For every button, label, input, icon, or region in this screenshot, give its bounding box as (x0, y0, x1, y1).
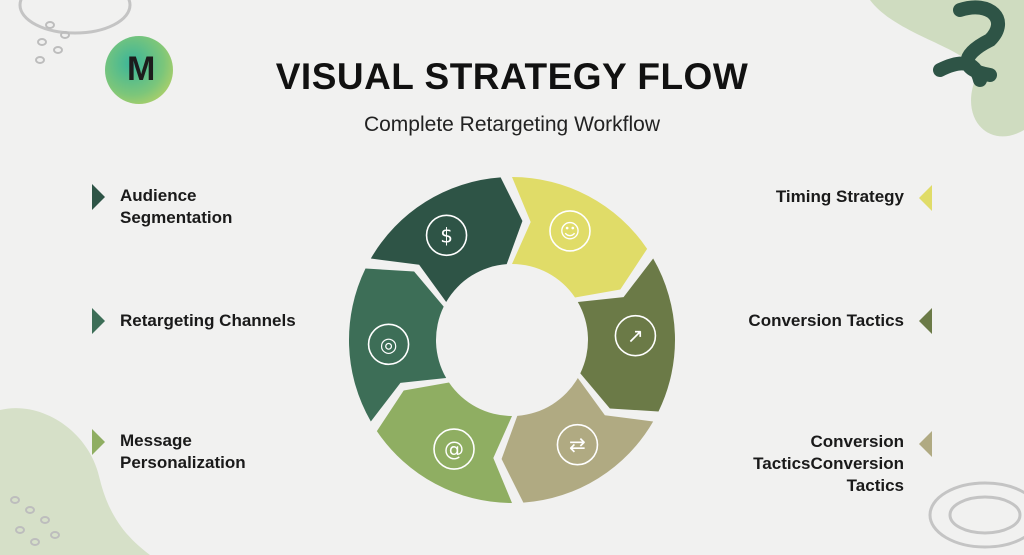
page-subtitle: Complete Retargeting Workflow (363, 113, 661, 136)
svg-text:$: $ (440, 223, 453, 247)
left-marker-3 (92, 429, 105, 455)
corner-blob (0, 408, 150, 555)
svg-text:↗: ↗ (627, 324, 644, 348)
cycle-segment-5 (376, 382, 512, 503)
cycle-segment-3 (577, 258, 676, 412)
svg-text:⇄: ⇄ (569, 433, 586, 457)
label-timing-strategy: Timing Strategy (775, 187, 904, 206)
svg-text:◎: ◎ (380, 332, 397, 356)
label-audience-segmentation: Audience Segmentation (120, 186, 233, 227)
dollar-search-chart-icon: $ (425, 214, 468, 257)
label-retargeting-channels: Retargeting Channels (120, 311, 296, 330)
left-marker-2 (92, 308, 105, 334)
cycle-segment-2 (512, 177, 648, 298)
label-conversion-tactics: Conversion Tactics (748, 311, 904, 330)
svg-text:☺: ☺ (560, 219, 581, 243)
left-marker-1 (92, 184, 105, 210)
label-conversion-tactics-2: Conversion TacticsConversion Tactics (753, 432, 904, 495)
squiggle-decoration (933, 0, 1005, 87)
target-gear-icon: ◎ (367, 323, 410, 366)
brand-logo: M (105, 36, 173, 104)
money-exchange-users-icon: ⇄ (556, 423, 599, 466)
email-envelope-icon: @ (433, 428, 475, 470)
line-decoration (18, 0, 132, 35)
growth-chart-cycle-icon: ↗ (614, 314, 657, 357)
corner-blob (870, 0, 1024, 137)
label-message-personalization: Message Personalization (120, 431, 246, 472)
right-marker-3 (919, 431, 932, 457)
svg-text:@: @ (444, 437, 464, 461)
line-decoration (928, 481, 1024, 549)
page-title: VISUAL STRATEGY FLOW (275, 56, 749, 97)
right-marker-1 (919, 185, 932, 211)
cycle-segment-1 (370, 177, 523, 302)
hand-money-people-clock-icon: ☺ (549, 210, 591, 252)
line-decoration (948, 495, 1022, 535)
cycle-segment-4 (501, 378, 654, 503)
cycle-segment-6 (349, 268, 447, 422)
right-marker-2 (919, 308, 932, 334)
dots-decoration (10, 21, 70, 546)
